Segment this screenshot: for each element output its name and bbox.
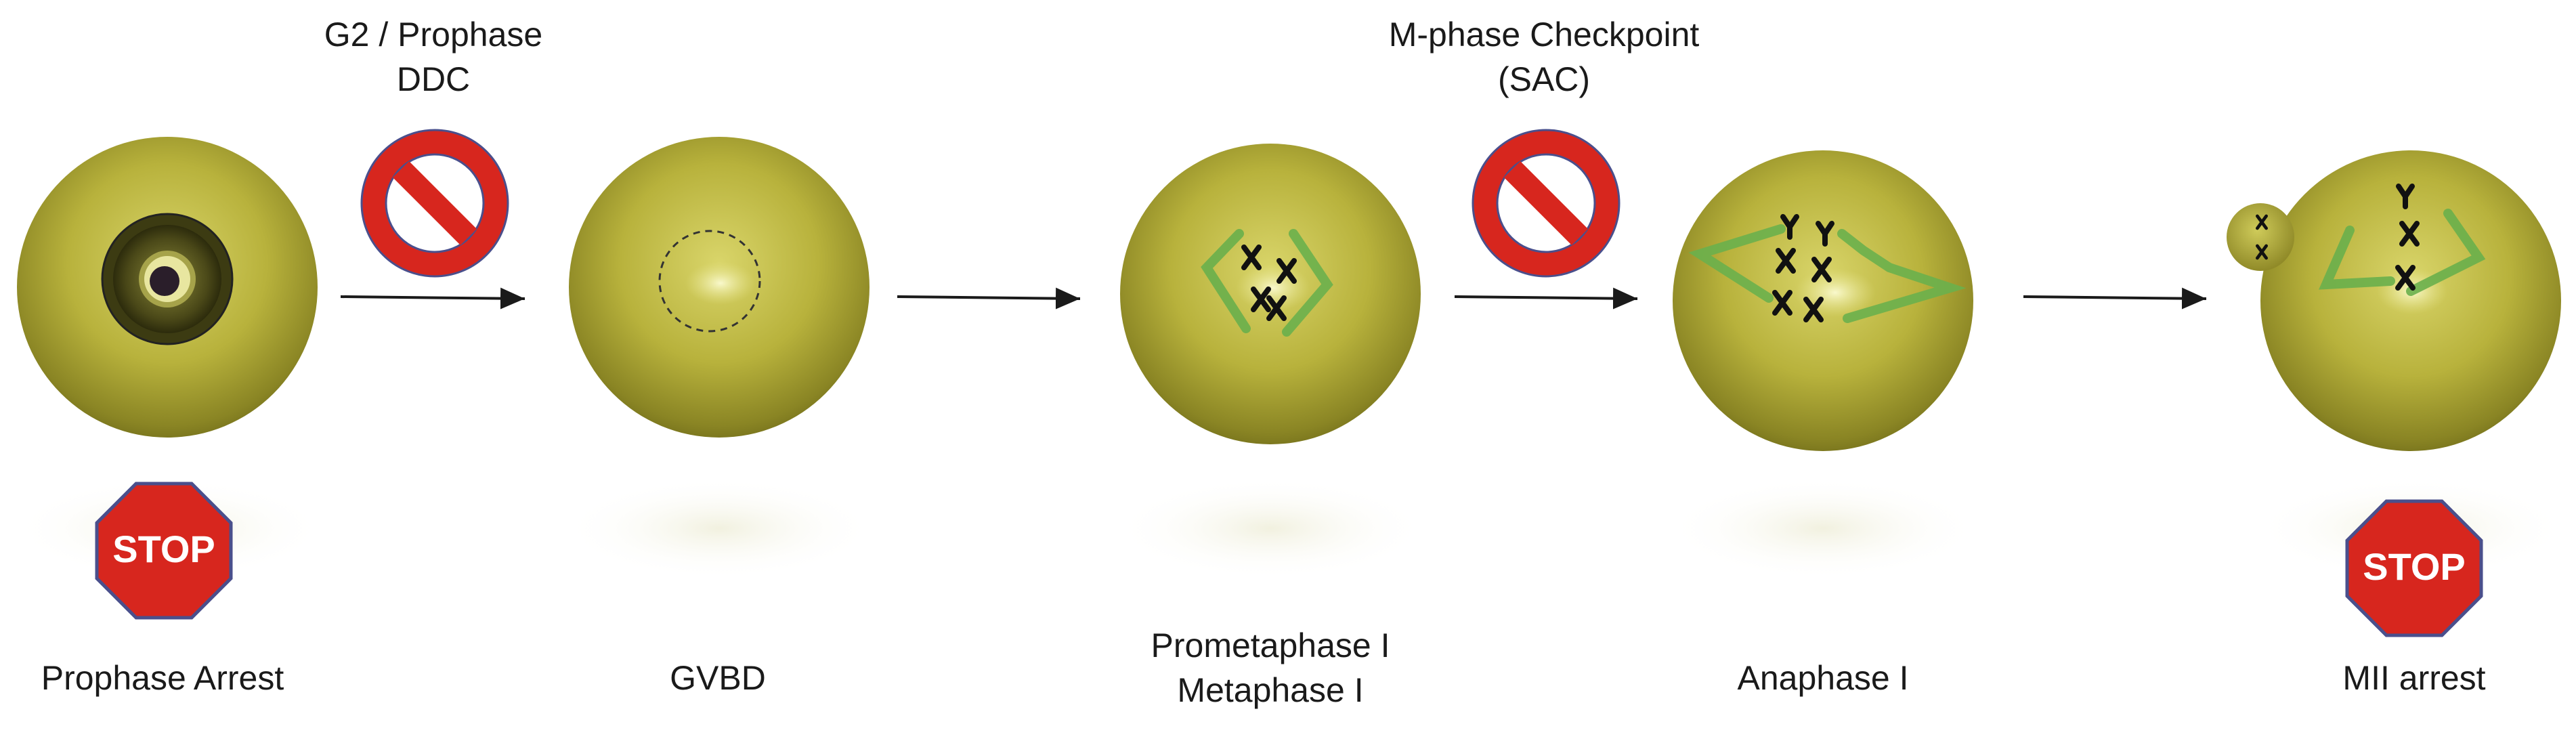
progression-arrows [340,287,2207,310]
prohibition-icon [1472,129,1620,278]
stage-label-line: Prophase Arrest [41,659,284,697]
stage-label-line: Anaphase I [1737,659,1909,697]
stage-label-line: MII arrest [2342,659,2486,697]
stop-sign-text: STOP [112,528,215,570]
cell-shadows [14,477,2567,579]
stage-label-line: Prometaphase I [1151,627,1390,664]
spindle [2319,209,2486,296]
stage-label-prometaphase-metaphase: Prometaphase I Metaphase I [1151,623,1390,713]
stage-label-prophase-arrest: Prophase Arrest [41,656,284,700]
oocyte-metaphase [1120,144,1421,444]
oocyte-prophase-arrest [17,137,318,438]
arrow-4 [2023,287,2207,310]
checkpoint-label-g2-ddc: G2 / Prophase DDC [324,12,542,102]
checkpoint-label-line: G2 / Prophase [324,16,543,54]
oocyte-anaphase [1673,150,1973,451]
stop-sign-text: STOP [2363,545,2465,588]
checkpoint-label-line: (SAC) [1497,60,1591,98]
arrow-1 [340,287,525,310]
polar-body [2227,203,2294,271]
stage-label-anaphase: Anaphase I [1738,656,1909,700]
arrow-3 [1454,287,1638,310]
arrow-2 [897,287,1081,310]
stage-label-mii-arrest: MII arrest [2342,656,2485,700]
checkpoint-label-sac: M-phase Checkpoint (SAC) [1389,12,1700,102]
stop-sign-icon: STOP [95,482,233,620]
stage-label-line: Metaphase I [1177,671,1364,709]
stage-label-gvbd: GVBD [670,656,766,700]
spindle [1688,224,1967,323]
stop-sign-icon: STOP [2345,499,2483,637]
oocyte-gvbd [569,137,870,438]
checkpoint-label-line: M-phase Checkpoint [1388,16,1700,54]
checkpoint-label-line: DDC [396,60,471,98]
spindle [1201,229,1333,337]
prohibition-icon [360,129,509,278]
oocyte-mii-arrest [2227,150,2561,451]
stage-label-line: GVBD [670,659,766,697]
